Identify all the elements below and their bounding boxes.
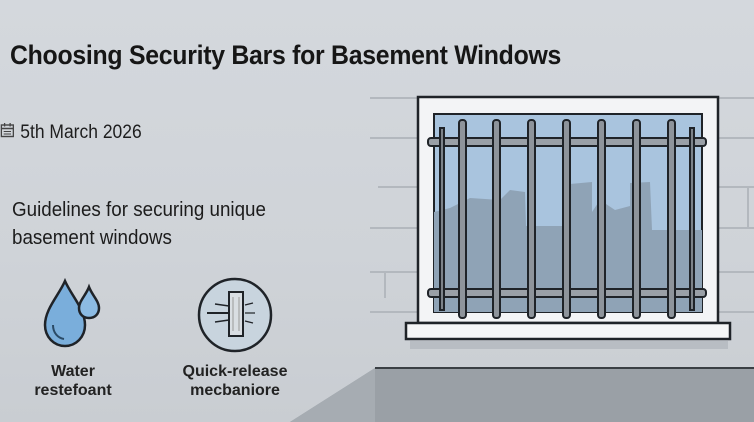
publish-date: 5th March 2026 bbox=[0, 122, 142, 144]
sill-shadow bbox=[410, 341, 728, 349]
feature-water-resistant: Water restefoant bbox=[8, 275, 138, 400]
page-title: Choosing Security Bars for Basement Wind… bbox=[10, 40, 562, 70]
quick-release-mechanism-icon bbox=[195, 277, 275, 359]
wall-corner-shade bbox=[290, 368, 375, 422]
feature-quick-release: Quick-release mecbaniore bbox=[170, 275, 300, 400]
calendar-icon bbox=[0, 122, 15, 144]
water-drops-icon bbox=[33, 277, 113, 359]
floor bbox=[290, 368, 754, 422]
brick-wall bbox=[370, 97, 754, 313]
page-subtitle: Guidelines for securing unique basement … bbox=[12, 199, 266, 249]
security-bars bbox=[439, 119, 695, 319]
feature-label: Quick-release mecbaniore bbox=[182, 363, 288, 399]
feature-label: Water restefoant bbox=[34, 363, 112, 399]
date-text: 5th March 2026 bbox=[20, 122, 142, 143]
barred-window-illustration bbox=[370, 95, 754, 349]
window-sill bbox=[404, 321, 732, 341]
